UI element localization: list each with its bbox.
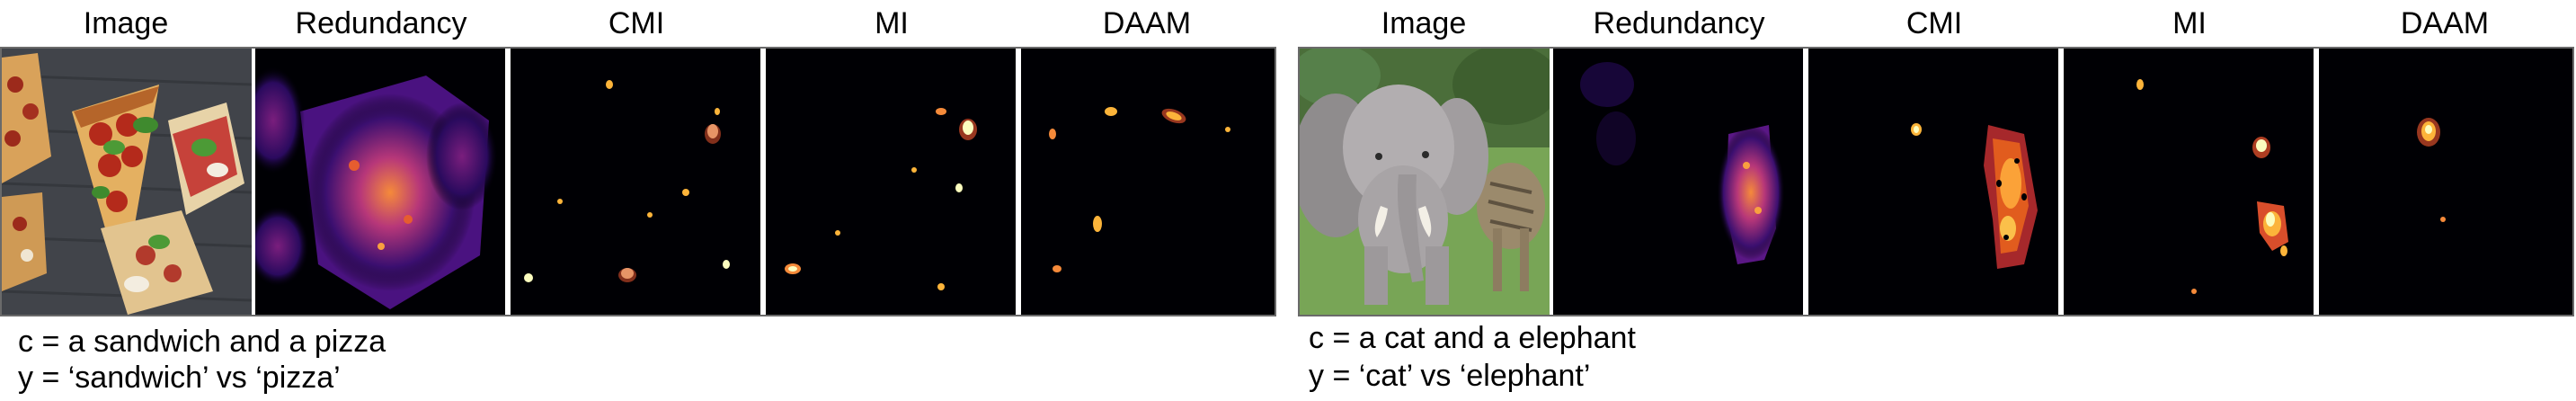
left-column-headers: Image Redundancy CMI MI DAAM	[0, 0, 1276, 47]
right-header-daam: DAAM	[2400, 6, 2490, 40]
left-figure-panel: Image Redundancy CMI MI DAAM	[0, 0, 1276, 401]
right-header-redundancy: Redundancy	[1593, 6, 1765, 40]
right-header-cmi: CMI	[1905, 6, 1963, 40]
right-cmi-heatmap	[1808, 49, 2058, 315]
elephant-image	[1300, 49, 1550, 315]
left-cmi-heatmap	[511, 49, 760, 315]
left-caption-c: c = a sandwich and a pizza	[18, 325, 386, 359]
right-image-strip	[1298, 47, 2574, 316]
left-image-strip	[0, 47, 1276, 316]
left-header-cmi: CMI	[608, 6, 665, 40]
left-header-mi: MI	[875, 6, 909, 40]
pizza-image	[2, 49, 252, 315]
left-header-image: Image	[83, 6, 169, 40]
right-header-mi: MI	[2172, 6, 2207, 40]
right-caption-c: c = a cat and a elephant	[1309, 321, 1636, 355]
right-mi-heatmap	[2064, 49, 2314, 315]
right-redundancy-heatmap	[1553, 49, 1803, 315]
right-caption-y: y = ‘cat’ vs ‘elephant’	[1309, 359, 1591, 393]
left-daam-heatmap	[1021, 49, 1275, 315]
left-mi-heatmap	[766, 49, 1016, 315]
right-figure-panel: Image Redundancy CMI MI DAAM	[1298, 0, 2576, 401]
right-daam-heatmap	[2319, 49, 2572, 315]
left-redundancy-heatmap	[255, 49, 505, 315]
left-header-daam: DAAM	[1102, 6, 1192, 40]
left-caption-y: y = ‘sandwich’ vs ‘pizza’	[18, 361, 341, 395]
left-header-redundancy: Redundancy	[295, 6, 467, 40]
right-header-image: Image	[1381, 6, 1467, 40]
right-column-headers: Image Redundancy CMI MI DAAM	[1298, 0, 2576, 47]
